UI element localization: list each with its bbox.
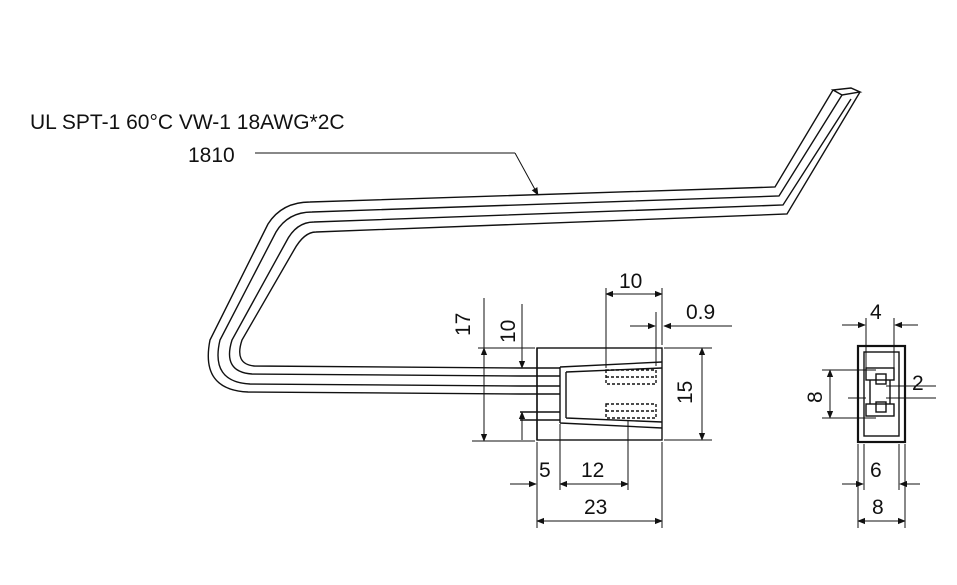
dim-2-label: 2: [912, 372, 924, 395]
dim-12-label: 12: [581, 459, 604, 482]
dim-8-bottom: 8: [857, 444, 906, 528]
spec-line-1: UL SPT-1 60°C VW-1 18AWG*2C: [30, 111, 345, 134]
dim-5-12: 5 12: [510, 420, 629, 528]
dim-4-label: 4: [870, 301, 882, 324]
dim-5-label: 5: [539, 459, 551, 482]
connector-side-view: [520, 347, 663, 441]
dim-15: 15: [664, 347, 712, 441]
dim-10-left: 10: [497, 304, 526, 440]
dim-10-left-label: 10: [497, 320, 520, 343]
dim-17-label: 17: [452, 313, 475, 336]
dim-0-9-label: 0.9: [686, 301, 715, 324]
dim-8-vertical: 8: [804, 369, 876, 419]
dim-6-label: 6: [870, 459, 882, 482]
spec-line-2: 1810: [188, 144, 235, 167]
dim-17: 17: [452, 298, 535, 442]
dim-23: 23: [536, 442, 663, 528]
dim-15-label: 15: [674, 381, 697, 404]
dim-4: 4: [842, 301, 918, 368]
dim-23-label: 23: [584, 496, 607, 519]
dim-6: 6: [842, 444, 920, 490]
dim-8-bottom-label: 8: [872, 496, 884, 519]
dim-2: 2: [848, 372, 936, 399]
dim-10-top-label: 10: [619, 270, 642, 293]
connector-end-view: [856, 344, 907, 444]
dim-0-9: 0.9: [630, 301, 732, 366]
spec-leader: [255, 152, 539, 196]
dim-8-vertical-label: 8: [804, 391, 827, 403]
cable: [207, 87, 863, 395]
dim-10-top: 10: [605, 270, 663, 368]
